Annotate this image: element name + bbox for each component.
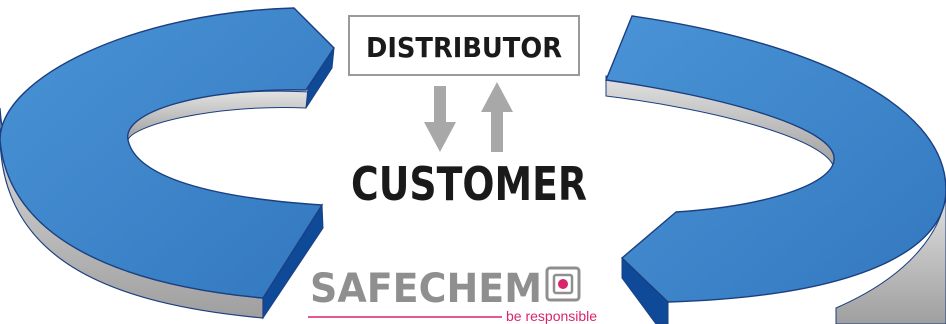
left-arc-top-face	[0, 7, 335, 299]
right-arc-top-face	[605, 15, 946, 303]
left-cycle-arc	[0, 7, 335, 320]
brand-logo: SAFECHEM be responsible	[308, 266, 597, 324]
brand-name: SAFECHEM	[310, 266, 542, 312]
arrow-down	[424, 86, 456, 152]
customer-label: CUSTOMER	[351, 157, 587, 211]
brand-tagline: be responsible	[506, 308, 597, 324]
distributor-label: DISTRIBUTOR	[366, 31, 562, 64]
square-swirl-icon	[545, 266, 581, 302]
arrow-up	[481, 82, 513, 152]
distributor-box	[348, 15, 580, 76]
right-cycle-arc	[605, 15, 946, 324]
